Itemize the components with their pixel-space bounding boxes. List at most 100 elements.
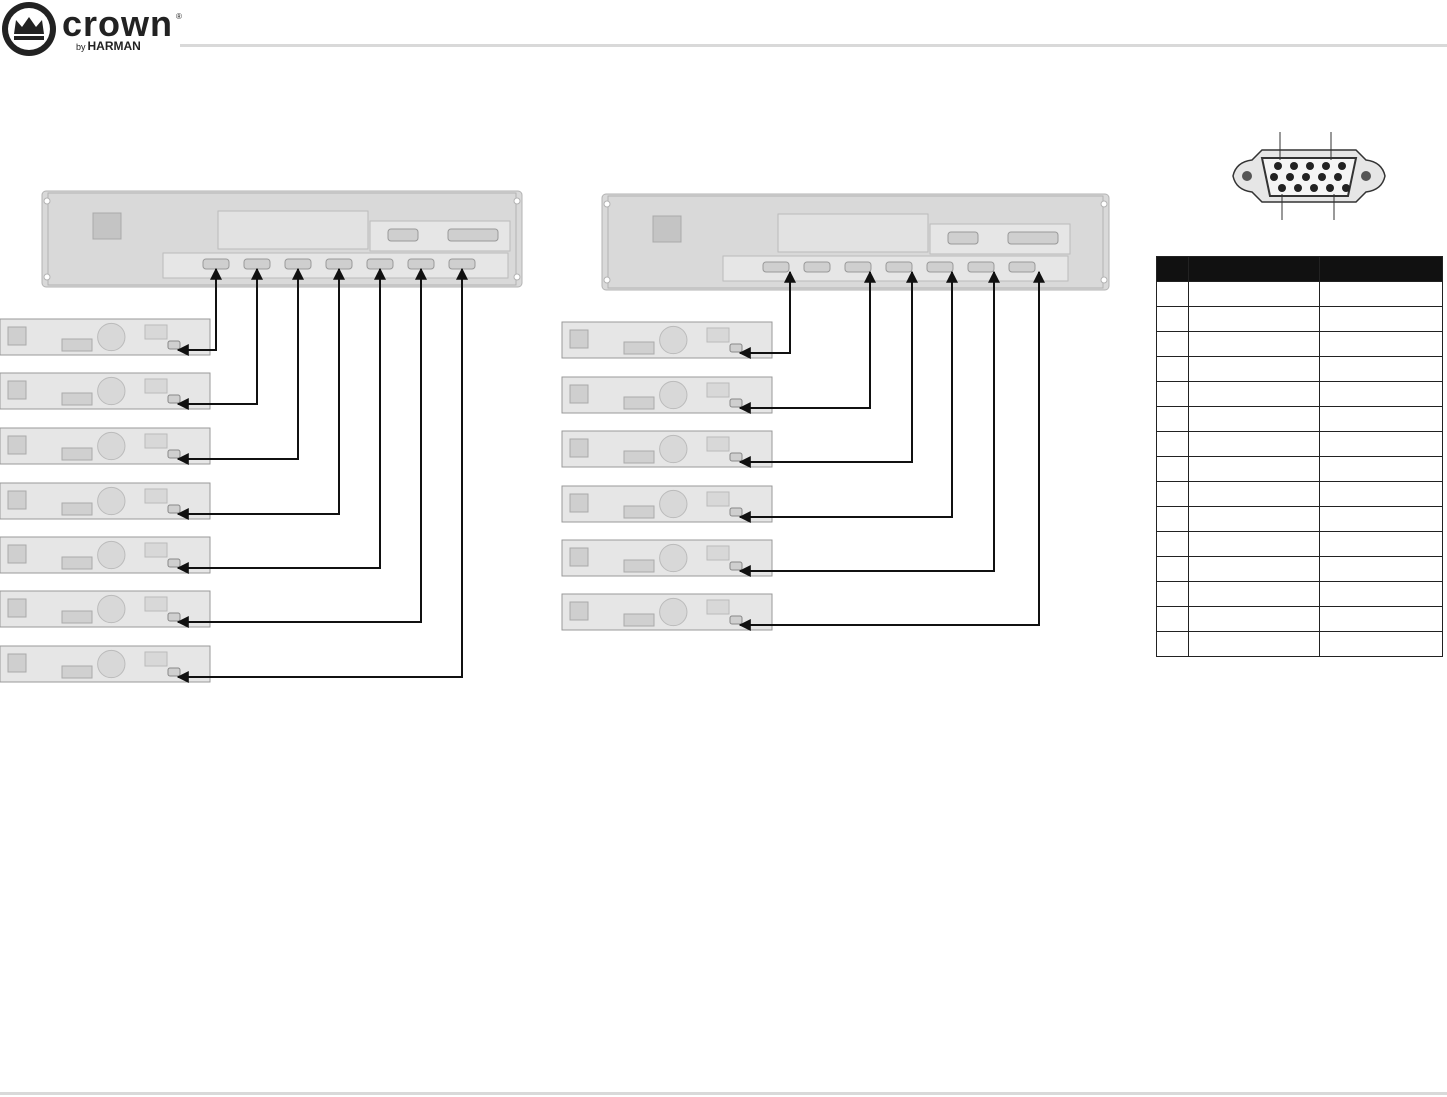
fan-grille	[97, 376, 126, 406]
amp-port	[729, 507, 743, 517]
amp-power-inlet	[569, 384, 589, 404]
pin-table-row	[1156, 381, 1443, 407]
connector-pin	[1322, 162, 1330, 170]
pin-table-cell	[1156, 431, 1189, 457]
amp-label	[706, 327, 730, 343]
amp-power-inlet	[7, 653, 27, 673]
pin-table-cell	[1319, 306, 1443, 332]
rack-hole	[603, 200, 611, 208]
pin-table-row	[1156, 631, 1443, 657]
pin-table-cell	[1188, 406, 1320, 432]
amp-port	[729, 561, 743, 571]
connector-pin	[1306, 162, 1314, 170]
rack-hole	[513, 273, 521, 281]
pin-table-row	[1156, 531, 1443, 557]
amp-label	[144, 488, 168, 504]
pin-table-cell	[1188, 481, 1320, 507]
pin-table-row	[1156, 556, 1443, 582]
amp-port	[729, 452, 743, 462]
serial-port	[387, 228, 419, 242]
fan-grille	[659, 543, 688, 573]
amp-power-inlet	[569, 329, 589, 349]
connector-screw	[1242, 171, 1252, 181]
fan-grille	[97, 540, 126, 570]
fan-grille	[659, 380, 688, 410]
pin-table-cell	[1319, 281, 1443, 307]
controller-port	[1008, 261, 1036, 273]
pin-table-row	[1156, 356, 1443, 382]
amp-port	[729, 398, 743, 408]
amp-power-inlet	[569, 547, 589, 567]
connector-pin	[1278, 184, 1286, 192]
amp-port	[167, 667, 181, 677]
controller-port	[762, 261, 790, 273]
amp-terminals	[623, 559, 655, 573]
pin-table-cell	[1156, 606, 1189, 632]
pin-table-row	[1156, 481, 1443, 507]
control-cable	[176, 267, 427, 628]
connector-screw	[1361, 171, 1371, 181]
pin-table-row	[1156, 306, 1443, 332]
pin-table-cell	[1319, 381, 1443, 407]
pin-table-cell	[1188, 581, 1320, 607]
rack-hole	[603, 276, 611, 284]
connector-pin	[1286, 173, 1294, 181]
connector-pin	[1290, 162, 1298, 170]
amp-port	[167, 504, 181, 514]
amp-label	[706, 436, 730, 452]
pin-table-cell	[1188, 331, 1320, 357]
amp-terminals	[623, 450, 655, 464]
controller-port	[366, 258, 394, 270]
power-inlet	[92, 212, 122, 240]
amp-terminals	[61, 502, 93, 516]
control-cable	[176, 267, 468, 683]
pin-table-cell	[1319, 331, 1443, 357]
pin-table-header	[1156, 256, 1443, 282]
amp-power-inlet	[7, 435, 27, 455]
pin-table-cell	[1188, 281, 1320, 307]
rack-hole	[43, 273, 51, 281]
controller-port	[325, 258, 353, 270]
brand-wordmark: crown	[62, 3, 174, 44]
parallel-port	[447, 228, 499, 242]
pin-table-row	[1156, 331, 1443, 357]
amp-power-inlet	[7, 326, 27, 346]
pin-header-cell	[1319, 256, 1443, 282]
controller-port	[926, 261, 954, 273]
connector-pin	[1342, 184, 1350, 192]
rack-hole	[513, 197, 521, 205]
pin-table-cell	[1319, 506, 1443, 532]
connector-pin	[1310, 184, 1318, 192]
connector-pin	[1318, 173, 1326, 181]
controller-port	[885, 261, 913, 273]
brand-by: by	[76, 42, 86, 52]
amp-power-inlet	[569, 601, 589, 621]
control-cable	[738, 270, 1000, 577]
pin-table-row	[1156, 456, 1443, 482]
pin-table-cell	[1188, 531, 1320, 557]
amp-port	[167, 612, 181, 622]
pin-table-cell	[1188, 431, 1320, 457]
pin-table-cell	[1188, 306, 1320, 332]
pin-table-row	[1156, 431, 1443, 457]
amp-label	[144, 542, 168, 558]
pin-table-cell	[1319, 556, 1443, 582]
pin-table-cell	[1156, 356, 1189, 382]
pin-table-row	[1156, 281, 1443, 307]
registered-mark: ®	[176, 12, 182, 21]
pin-table-cell	[1156, 481, 1189, 507]
pin-table-cell	[1156, 406, 1189, 432]
label-block	[217, 210, 369, 250]
pin-table-cell	[1156, 331, 1189, 357]
amp-terminals	[623, 613, 655, 627]
controller-port	[284, 258, 312, 270]
connector-pin	[1326, 184, 1334, 192]
controller-port	[967, 261, 995, 273]
amp-power-inlet	[569, 493, 589, 513]
connector-pin	[1334, 173, 1342, 181]
fan-grille	[97, 486, 126, 516]
amp-label	[706, 599, 730, 615]
pin-table-cell	[1319, 581, 1443, 607]
amp-terminals	[623, 341, 655, 355]
